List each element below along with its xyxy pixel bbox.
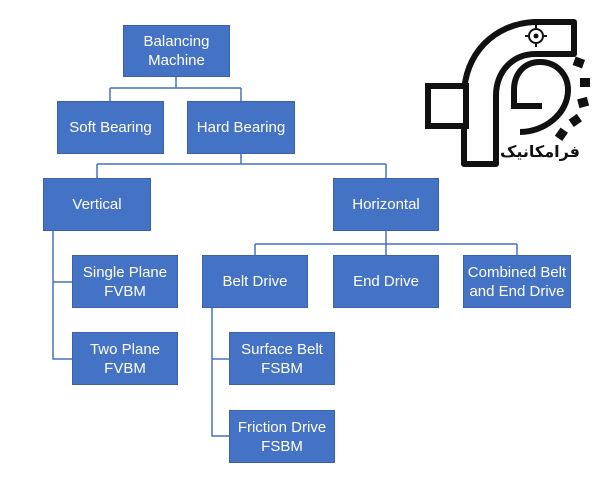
node-soft-bearing: Soft Bearing (57, 101, 164, 154)
node-vertical: Vertical (43, 178, 151, 231)
connector-belt-spine (211, 308, 229, 437)
faramechanic-logo: فرامکانیک (424, 14, 596, 177)
connector-vertical-spine (52, 231, 72, 360)
node-two-plane-fvbm: Two Plane FVBM (72, 332, 178, 385)
node-balancing-machine: Balancing Machine (123, 25, 230, 77)
faramechanic-logo-icon: فرامکانیک (425, 19, 590, 167)
node-horizontal: Horizontal (333, 178, 439, 231)
node-combined-belt-end-drive: Combined Belt and End Drive (463, 255, 571, 308)
logo-wordmark: فرامکانیک (500, 142, 580, 161)
node-surface-belt-fsbm: Surface Belt FSBM (229, 332, 335, 385)
node-belt-drive: Belt Drive (202, 255, 308, 308)
node-friction-drive-fsbm: Friction Drive FSBM (229, 410, 335, 463)
node-single-plane-fvbm: Single Plane FVBM (72, 255, 178, 308)
node-hard-bearing: Hard Bearing (187, 101, 295, 154)
node-end-drive: End Drive (333, 255, 439, 308)
